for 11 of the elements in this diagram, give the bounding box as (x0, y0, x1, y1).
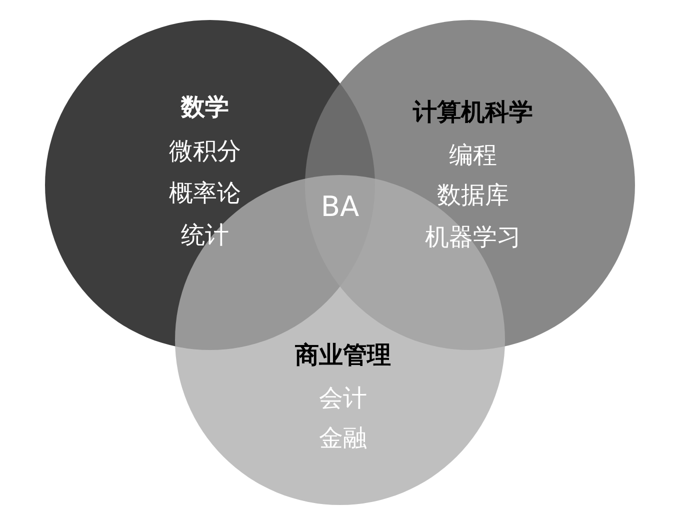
circle-heading: 计算机科学 (413, 97, 533, 127)
topic-text: 会计 (319, 383, 367, 413)
topic-text: 编程 (449, 140, 497, 170)
circle-heading: 数学 (181, 92, 229, 122)
center-label: BA (320, 192, 360, 222)
topic-text: 数据库 (437, 180, 509, 210)
topic-text: 微积分 (169, 136, 241, 166)
topic-text: 金融 (319, 423, 367, 453)
topic-text: 机器学习 (425, 222, 521, 252)
circle-heading: 商业管理 (295, 340, 391, 370)
topic-text: 概率论 (169, 178, 241, 208)
